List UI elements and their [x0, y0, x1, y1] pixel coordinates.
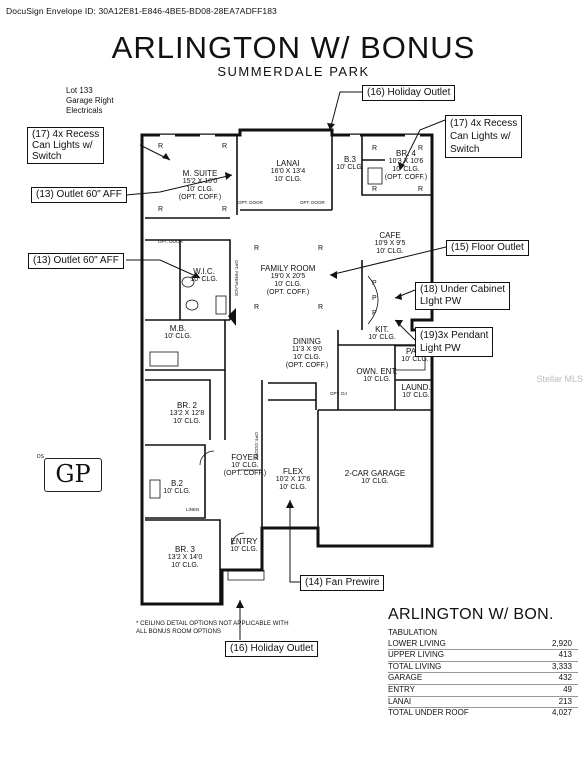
electricals-label: Electricals	[66, 106, 103, 115]
recess-light-mark: R	[372, 145, 378, 152]
recess-light-mark: R	[418, 145, 424, 152]
fixtures	[149, 134, 426, 581]
recess-light-mark: R	[372, 186, 378, 193]
watermark: Stellar MLS	[536, 374, 583, 384]
opt-door-label: OPT. DOOR	[158, 239, 183, 244]
envelope-id: DocuSign Envelope ID: 30A12E81-E846-4BE5…	[6, 6, 277, 16]
recess-light-mark: R	[222, 143, 228, 150]
ceiling-note: * CEILING DETAIL OPTIONS NOT APPLICABLE …	[136, 620, 289, 635]
callout-fan-prewire: (14) Fan Prewire	[300, 575, 385, 591]
recess-light-mark: R	[222, 206, 228, 213]
recess-light-mark: R	[254, 304, 260, 311]
recess-light-mark: R	[254, 245, 260, 252]
callout-holiday-outlet-top: (16) Holiday Outlet	[362, 85, 456, 101]
opt-door-label: OPT. DOOR	[238, 200, 263, 205]
callout-outlet-60-1: (13) Outlet 60" AFF	[31, 187, 127, 203]
room-own-ent: OWN. ENT.10' CLG.	[356, 367, 398, 384]
initials-small: DS	[37, 454, 44, 460]
callout-holiday-outlet-bottom: (16) Holiday Outlet	[225, 641, 319, 657]
recess-light-mark: R	[318, 304, 324, 311]
pendant-mark: P	[372, 280, 377, 287]
initials-box: GP	[44, 458, 102, 492]
linen-label: LINEN	[186, 507, 200, 512]
room-pan: PAN.10' CLG.	[401, 348, 429, 364]
fireplace-label: OPT. FIREPLACE	[234, 260, 239, 297]
leader-lines	[125, 91, 447, 640]
callout-outlet-60-2: (13) Outlet 60" AFF	[28, 253, 124, 269]
room-kit: KIT.10' CLG.	[368, 325, 396, 342]
exterior-walls	[140, 128, 434, 606]
recess-light-mark: R	[158, 206, 164, 213]
plan-title: ARLINGTON W/ BONUS	[111, 30, 476, 65]
recess-light-mark: R	[418, 186, 424, 193]
interior-walls	[145, 135, 432, 604]
opt-door-label: OPT. DOOR	[300, 200, 325, 205]
garage-side: Garage Right	[66, 96, 114, 105]
recess-light-mark: R	[158, 143, 164, 150]
plan-subtitle: SUMMERDALE PARK	[217, 64, 370, 79]
opt-doors-label: OPT. DOORS	[254, 432, 259, 460]
pendant-mark: P	[372, 310, 377, 317]
pendant-mark: P	[372, 295, 377, 302]
room-laund: LAUND.10' CLG.	[401, 383, 431, 400]
arrowheads	[162, 123, 405, 608]
tabulation-table: ARLINGTON W/ BON. TABULATION LOWER LIVIN…	[388, 606, 578, 719]
callout-floor-outlet: (15) Floor Outlet	[446, 240, 529, 256]
lot-number: Lot 133	[66, 86, 93, 95]
room-mb: M.B.10' CLG.	[164, 324, 192, 341]
room-wic: W.I.C.10' CLG.	[190, 267, 218, 284]
lot-info: Lot 133 Garage Right Electricals	[66, 86, 114, 116]
recess-light-mark: R	[318, 245, 324, 252]
tabulation-heading: TABULATION	[388, 628, 438, 637]
opt-dj-label: OPT. DJ	[330, 391, 347, 396]
tabulation-title: ARLINGTON W/ BON.	[388, 606, 554, 623]
